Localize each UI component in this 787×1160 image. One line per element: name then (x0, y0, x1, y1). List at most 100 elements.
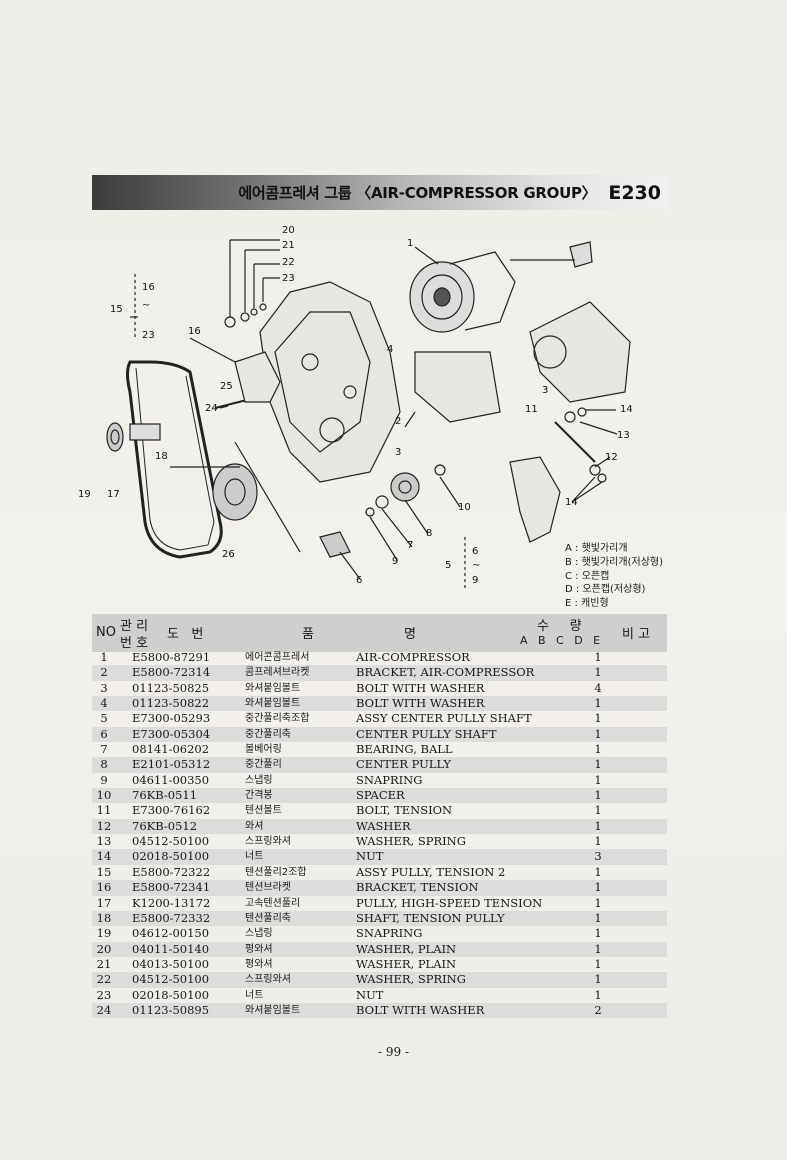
part-number: 76KB-0511 (132, 788, 198, 803)
header-qty: 수 량 (537, 619, 582, 634)
callout-26: 26 (222, 549, 235, 560)
header-mgmt-line1: 관 리 (120, 619, 149, 634)
header-qty-cols: A B C D E (520, 634, 601, 647)
korean-name: 중간풀리축 (245, 728, 291, 740)
callout-20: 20 (282, 225, 295, 236)
row-number: 18 (96, 910, 112, 925)
row-number: 14 (96, 849, 112, 864)
english-name: WASHER, PLAIN (356, 941, 457, 956)
korean-name: 스프링와셔 (245, 974, 291, 986)
part-number: 01123-50825 (132, 680, 210, 695)
part-number: 04612-00150 (132, 926, 210, 941)
part-number: E5800-72322 (132, 864, 211, 879)
quantity: 1 (594, 650, 602, 664)
part-number: E5800-87291 (132, 650, 211, 664)
english-name: BOLT WITH WASHER (356, 1002, 485, 1017)
quantity: 1 (594, 956, 602, 971)
legend-item-b: B : 햇빛가리개(저상형) (565, 556, 663, 568)
row-number: 16 (96, 880, 112, 895)
part-number: 04512-50100 (132, 972, 210, 987)
english-name: BRACKET, TENSION (356, 880, 479, 895)
quantity: 1 (594, 910, 602, 925)
header-remark: 비 고 (622, 627, 651, 642)
section-code: E230 (608, 181, 661, 204)
row-number: 7 (100, 742, 108, 757)
row-number: 9 (100, 772, 108, 787)
callout-6: 6 (356, 575, 362, 586)
row-number: 17 (96, 895, 112, 910)
callout-23: 23 (282, 273, 295, 284)
row-number: 24 (96, 1002, 112, 1017)
english-name: SPACER (356, 788, 405, 803)
callout-22: 22 (282, 257, 295, 268)
part-number: 02018-50100 (132, 849, 210, 864)
header-no: NO (96, 625, 116, 640)
callout-11: 11 (525, 404, 538, 415)
english-name: BEARING, BALL (356, 742, 453, 757)
model-legend: A : 햇빛가리개 B : 햇빛가리개(저상형) C : 오픈캡 D : 오픈캡… (565, 542, 663, 611)
part-number: E7300-05304 (132, 726, 211, 741)
callout-10: 10 (458, 502, 471, 513)
korean-name: 와셔 (245, 820, 264, 832)
korean-name: 에어콘콤프레서 (245, 652, 310, 663)
part-number: K1200-13172 (132, 895, 211, 910)
english-name: BRACKET, AIR-COMPRESSOR (356, 665, 535, 680)
english-name: WASHER, SPRING (356, 972, 466, 987)
korean-name: 간격봉 (245, 790, 273, 802)
range-bottom-mid: ~ (472, 560, 480, 571)
part-number: 04011-50140 (132, 941, 210, 956)
callout-17: 17 (107, 489, 120, 500)
row-number: 5 (100, 711, 108, 726)
quantity: 1 (594, 788, 602, 803)
section-title-bar: 에어콤프레셔 그룹 〈AIR-COMPRESSOR GROUP〉 E230 (92, 175, 667, 210)
quantity: 1 (594, 834, 602, 849)
callout-2: 2 (395, 416, 401, 427)
row-number: 11 (96, 803, 112, 818)
callout-9: 9 (392, 556, 398, 567)
english-name: CENTER PULLY (356, 757, 451, 772)
korean-name: 너트 (245, 989, 264, 1001)
parts-table-header: NO 관 리 번 호 도 번 품 명 수 량 A B C D E 비 고 (92, 614, 667, 652)
english-name: WASHER, PLAIN (356, 956, 457, 971)
english-name: CENTER PULLY SHAFT (356, 726, 497, 741)
legend-item-d: D : 오픈캡(저상형) (565, 584, 646, 596)
legend-item-e: E : 캐빈형 (565, 598, 609, 610)
korean-name: 텐션브라켓 (245, 882, 291, 894)
english-name: BOLT WITH WASHER (356, 680, 485, 695)
quantity: 1 (594, 972, 602, 987)
part-number: 04611-00350 (132, 772, 210, 787)
callout-16: 16 (188, 326, 201, 337)
row-number: 2 (100, 665, 108, 680)
part-number: 08141-06202 (132, 742, 210, 757)
callout-8: 8 (426, 528, 432, 539)
callout-3b: 3 (542, 385, 548, 396)
row-number: 22 (96, 972, 112, 987)
korean-name: 콤프레셔브라켓 (245, 667, 310, 679)
header-item-part1: 품 (302, 627, 314, 642)
korean-name: 텐션풀리2조합 (245, 866, 307, 878)
range-left-top: 16 (142, 282, 155, 293)
quantity: 1 (594, 696, 602, 711)
range-left-mid: ~ (142, 300, 150, 311)
range-left-group: 15 (110, 304, 123, 315)
part-number: 04512-50100 (132, 834, 210, 849)
part-number: E2101-05312 (132, 757, 211, 772)
row-number: 6 (100, 726, 108, 741)
page-number: - 99 - (377, 1045, 409, 1059)
korean-name: 너트 (245, 851, 264, 863)
korean-name: 평와셔 (245, 943, 273, 955)
